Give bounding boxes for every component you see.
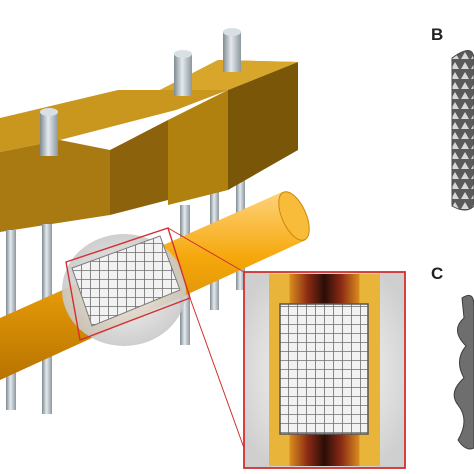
frame-side-face xyxy=(228,62,298,190)
callout-lines xyxy=(167,227,245,449)
top-pin-2 xyxy=(174,50,192,96)
top-pins xyxy=(40,28,241,156)
rear-pin-1 xyxy=(236,120,245,290)
inset-mesh xyxy=(279,303,369,435)
rod-end-cap xyxy=(278,191,310,241)
panel-b-scaffold xyxy=(451,50,474,211)
frame-front-face-left xyxy=(0,140,110,232)
panel-b-cylinder xyxy=(451,50,474,211)
gold-frame xyxy=(0,60,298,232)
top-pin-1 xyxy=(40,108,58,156)
panel-c-shape xyxy=(453,294,474,450)
frame-block-top xyxy=(160,60,298,90)
frame-front-face-right xyxy=(168,90,228,205)
panel-label-b: B xyxy=(431,25,444,44)
mesh-scaffold xyxy=(71,235,181,327)
inset-zoom-panel xyxy=(243,271,406,469)
panel-c-cross-section xyxy=(453,294,474,450)
panel-label-c: C xyxy=(431,264,444,283)
top-pin-3 xyxy=(223,28,241,72)
frame-recess xyxy=(110,120,168,215)
